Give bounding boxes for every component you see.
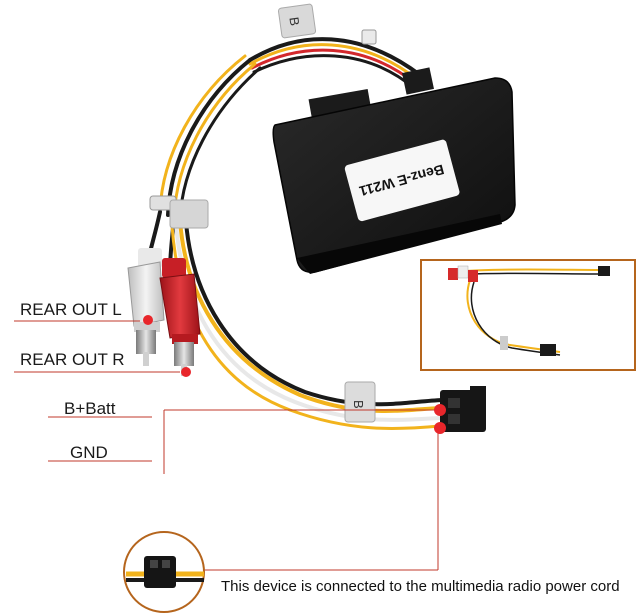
label-b-batt: B+Batt [64, 399, 116, 418]
wire-tag-mid: B [169, 199, 376, 423]
label-rear-out-r: REAR OUT R [20, 350, 125, 369]
inset-photo [420, 259, 636, 371]
wire-tag-top: B [277, 3, 317, 39]
callout-lines [14, 320, 439, 571]
label-rear-out-l: REAR OUT L [20, 300, 122, 319]
amplifier-module: Benz-E W211 [272, 67, 516, 274]
rca-plug-white [127, 248, 165, 366]
wire-tag-top-text: B [286, 16, 302, 27]
rca-plug-red [159, 258, 201, 376]
power-connector [440, 386, 486, 432]
caption: This device is connected to the multimed… [221, 578, 620, 595]
wire-tag-mid-text: B [351, 400, 366, 409]
label-gnd: GND [70, 443, 108, 462]
callout-dots [143, 315, 446, 434]
connector-closeup [123, 531, 205, 613]
